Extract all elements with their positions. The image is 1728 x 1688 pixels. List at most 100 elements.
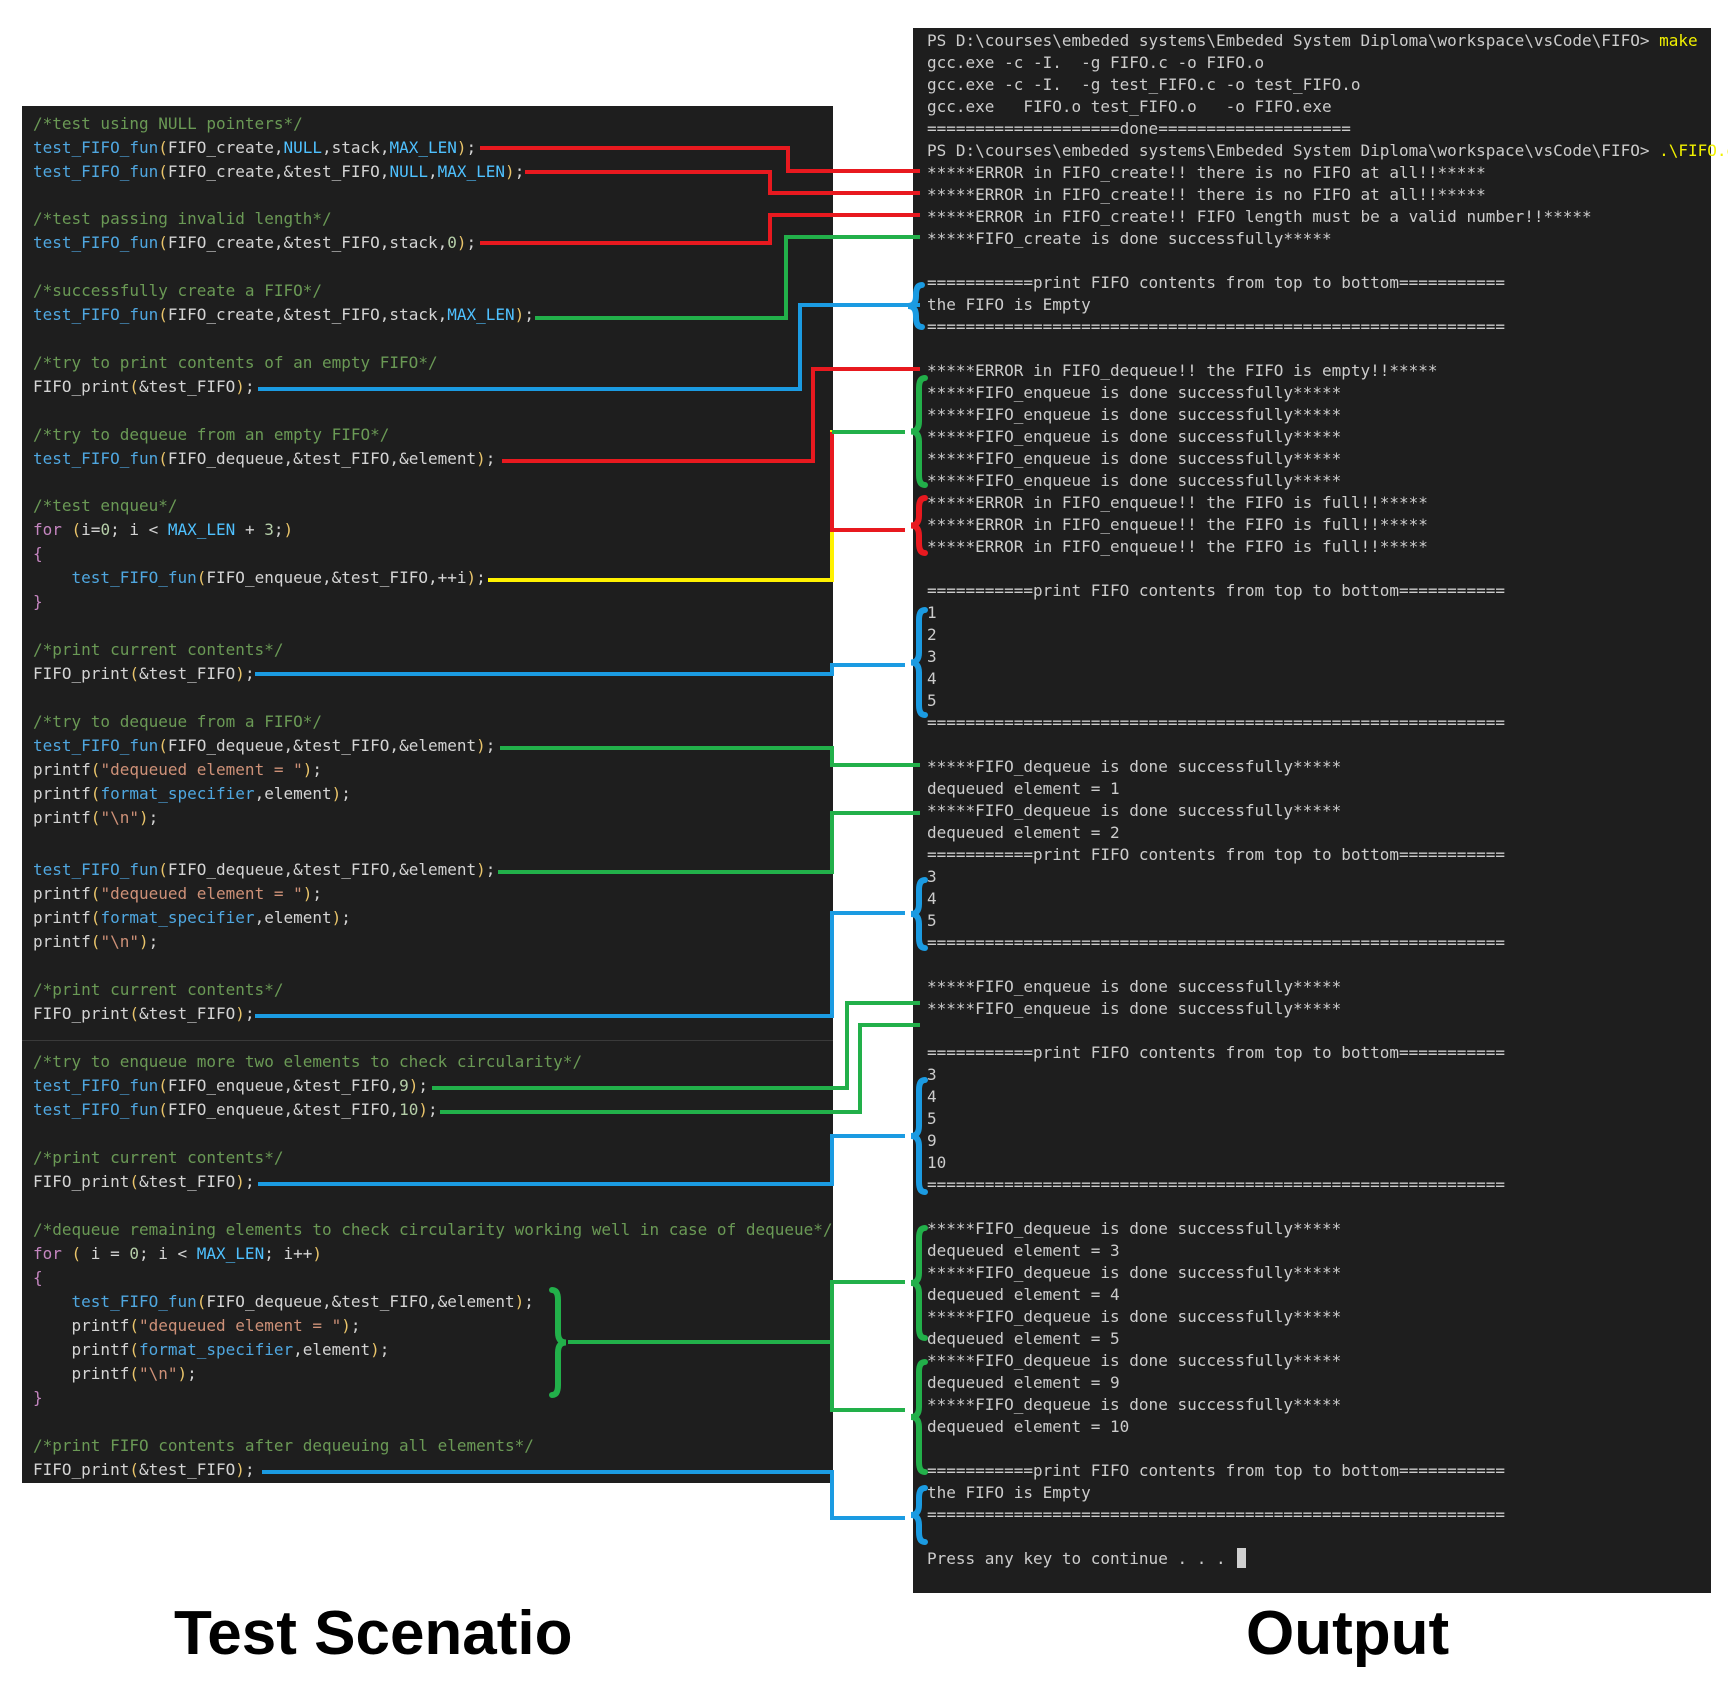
connector-enqueue-10 xyxy=(440,1023,920,1114)
code-token: FIFO_dequeue,&test_FIFO,&element xyxy=(206,1292,515,1311)
code-line: } xyxy=(33,591,43,613)
terminal-output-line: dequeued element = 3 xyxy=(927,1241,1120,1260)
terminal-output-line: 10 xyxy=(927,1153,947,1172)
code-token: ; xyxy=(341,784,351,803)
code-token: /*print current contents*/ xyxy=(33,980,284,999)
code-token: printf xyxy=(33,784,91,803)
code-token: /*try to enqueue more two elements to ch… xyxy=(33,1052,583,1071)
code-token: ; xyxy=(148,932,159,951)
connector-print-empty xyxy=(258,303,920,391)
code-token: test_FIFO_fun xyxy=(33,736,159,755)
code-token: test_FIFO_fun xyxy=(71,1292,197,1311)
code-token: /*print current contents*/ xyxy=(33,640,284,659)
terminal-output-line: dequeued element = 10 xyxy=(927,1417,1130,1436)
connector-create-success xyxy=(535,235,920,320)
code-token: FIFO_print xyxy=(33,1460,130,1479)
code-line: printf(format_specifier,element); xyxy=(33,907,351,929)
code-token: ) xyxy=(418,1100,428,1119)
code-line: test_FIFO_fun(FIFO_enqueue,&test_FIFO,9)… xyxy=(33,1075,428,1097)
code-line: /*try to enqueue more two elements to ch… xyxy=(33,1051,582,1073)
code-token: ; xyxy=(418,1076,428,1095)
code-token: ; xyxy=(485,736,496,755)
code-token: ) xyxy=(138,932,149,951)
code-token: test_FIFO_fun xyxy=(33,138,159,157)
terminal-output-line: dequeued element = 9 xyxy=(927,1373,1120,1392)
terminal-output-line: 1 xyxy=(927,603,937,622)
terminal-output-line: *****FIFO_dequeue is done successfully**… xyxy=(927,1219,1342,1238)
code-token: ; xyxy=(524,1292,534,1311)
code-token: ) xyxy=(235,1004,245,1023)
code-token: ( xyxy=(129,1460,139,1479)
build-line: gcc.exe -c -I. -g FIFO.c -o FIFO.o xyxy=(927,53,1265,72)
code-token: ( xyxy=(129,1004,139,1023)
code-token: ( xyxy=(71,520,82,539)
code-token: MAX_LEN xyxy=(437,162,506,181)
code-token: /*dequeue remaining elements to check ci… xyxy=(33,1220,833,1239)
code-line: printf("dequeued element = "); xyxy=(33,759,322,781)
code-token: FIFO_enqueue,&test_FIFO,++i xyxy=(206,568,467,587)
code-token: ; xyxy=(148,808,159,827)
code-token: /*test passing invalid length*/ xyxy=(33,209,332,228)
code-token: format_specifier xyxy=(100,908,255,927)
brace-dequeue-3to5 xyxy=(910,1225,928,1341)
terminal-output-line: *****ERROR in FIFO_enqueue!! the FIFO is… xyxy=(927,537,1428,556)
terminal-output-line: ===========print FIFO contents from top … xyxy=(927,581,1505,600)
code-token: ) xyxy=(514,305,525,324)
code-token: , xyxy=(427,162,438,181)
code-token: ; xyxy=(244,1460,255,1479)
terminal-output-line: 5 xyxy=(927,1109,937,1128)
caption-test-scenario: Test Scenatio xyxy=(174,1599,573,1668)
code-token: ,element xyxy=(293,1340,371,1359)
code-token: printf xyxy=(71,1364,130,1383)
code-line: } xyxy=(33,1387,43,1409)
code-token: ( xyxy=(158,162,168,181)
code-token: FIFO_print xyxy=(33,1004,130,1023)
code-token: ) xyxy=(466,568,477,587)
code-token: ; xyxy=(485,860,496,879)
terminal-output-line: the FIFO is Empty xyxy=(927,1483,1091,1502)
code-line: /*try to dequeue from an empty FIFO*/ xyxy=(33,424,389,446)
code-token: 10 xyxy=(399,1100,419,1119)
terminal-output-line: dequeued element = 5 xyxy=(927,1329,1120,1348)
code-token: ; xyxy=(273,520,284,539)
brace-dequeue-loop-code xyxy=(549,1287,567,1398)
code-token: FIFO_dequeue,&test_FIFO,&element xyxy=(167,449,477,468)
code-token: FIFO_create,&test_FIFO,stack, xyxy=(167,305,448,324)
code-token: 0 xyxy=(447,233,457,252)
brace-dequeue-9to10 xyxy=(910,1359,928,1475)
code-line: FIFO_print(&test_FIFO); xyxy=(33,1003,255,1025)
code-token: /*successfully create a FIFO*/ xyxy=(33,281,322,300)
terminal-output-line: dequeued element = 2 xyxy=(927,823,1120,842)
code-token: ) xyxy=(235,1172,245,1191)
code-token: ( xyxy=(90,932,101,951)
code-line: /*successfully create a FIFO*/ xyxy=(33,280,322,302)
code-line: /*print current contents*/ xyxy=(33,639,283,661)
code-token: 3 xyxy=(264,520,274,539)
connector-invalid-length xyxy=(480,213,920,245)
code-token: printf xyxy=(33,884,91,903)
code-token: ) xyxy=(476,860,486,879)
code-line: test_FIFO_fun(FIFO_dequeue,&test_FIFO,&e… xyxy=(33,1291,534,1313)
terminal-output-line: *****ERROR in FIFO_create!! FIFO length … xyxy=(927,207,1592,226)
terminal-output-line: ===========print FIFO contents from top … xyxy=(927,845,1505,864)
code-token: ( xyxy=(158,860,168,879)
code-token: printf xyxy=(71,1316,130,1335)
code-line: FIFO_print(&test_FIFO); xyxy=(33,1459,255,1481)
terminal-output-line: *****FIFO_create is done successfully***… xyxy=(927,229,1332,248)
code-line: test_FIFO_fun(FIFO_dequeue,&test_FIFO,&e… xyxy=(33,859,495,881)
terminal-output-line: ========================================… xyxy=(927,933,1505,952)
terminal-output-line: ===========print FIFO contents from top … xyxy=(927,1043,1505,1062)
connector-print-final xyxy=(262,1470,905,1520)
code-token: ; xyxy=(244,377,255,396)
terminal-panel[interactable] xyxy=(913,28,1711,1593)
code-token: ( xyxy=(158,233,168,252)
code-token: /*try to print contents of an empty FIFO… xyxy=(33,353,438,372)
code-token: test_FIFO_fun xyxy=(33,162,159,181)
code-editor-panel[interactable] xyxy=(22,106,833,1483)
terminal-output-line: *****FIFO_enqueue is done successfully**… xyxy=(927,999,1342,1018)
code-token: ) xyxy=(331,908,342,927)
connector-null-stack xyxy=(525,170,920,195)
code-token: &test_FIFO xyxy=(138,1172,236,1191)
build-line: gcc.exe -c -I. -g test_FIFO.c -o test_FI… xyxy=(927,75,1361,94)
